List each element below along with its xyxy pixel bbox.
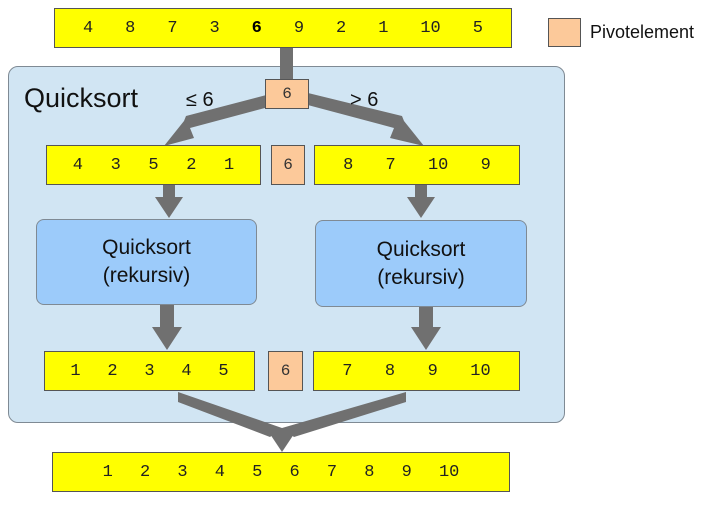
input-array: 4 8 7 3 6 9 2 1 10 5 bbox=[54, 8, 512, 48]
merge-arrow-left bbox=[178, 392, 282, 437]
legend-swatch bbox=[548, 18, 581, 47]
partition-left-array: 4 3 5 2 1 bbox=[46, 145, 261, 185]
partition-left-array-cell: 5 bbox=[148, 155, 159, 175]
input-array-cell: 6 bbox=[251, 18, 262, 38]
sorted-right-array-cell: 9 bbox=[427, 361, 438, 381]
input-array-cell: 10 bbox=[420, 18, 441, 38]
merge-arrowhead bbox=[266, 428, 298, 452]
input-array-cell: 7 bbox=[167, 18, 178, 38]
sorted-left-array-cell: 1 bbox=[70, 361, 81, 381]
output-array-cell: 6 bbox=[289, 462, 300, 482]
arrow-right-quicksort-to-sorted bbox=[411, 305, 441, 350]
partition-right-array-cell: 7 bbox=[385, 155, 396, 175]
input-array-cell: 1 bbox=[378, 18, 389, 38]
recursive-quicksort-right: Quicksort (rekursiv) bbox=[315, 220, 527, 307]
panel-title: Quicksort bbox=[24, 83, 139, 113]
legend-label: Pivotelement bbox=[590, 22, 695, 42]
recursive-right-line2: (rekursiv) bbox=[377, 265, 465, 289]
pivot-box-sorted: 6 bbox=[268, 351, 303, 391]
partition-left-array-cell: 1 bbox=[223, 155, 235, 175]
input-to-pivot-connector bbox=[280, 48, 293, 80]
input-array-cell: 2 bbox=[336, 18, 347, 38]
pivot-box-partition: 6 bbox=[271, 145, 305, 185]
pivot-box-top: 6 bbox=[265, 79, 309, 109]
merge-arrow-right bbox=[282, 392, 406, 437]
arrow-to-left-partition bbox=[164, 93, 280, 146]
partition-right-array-cell: 8 bbox=[343, 155, 354, 175]
sorted-right-array-cell: 7 bbox=[342, 361, 353, 381]
partition-right-array: 8 7 10 9 bbox=[314, 145, 520, 185]
output-array-cell: 8 bbox=[364, 462, 375, 482]
output-array-cell: 3 bbox=[177, 462, 188, 482]
partition-left-array-cell: 4 bbox=[72, 155, 83, 175]
sorted-right-array-cell: 8 bbox=[384, 361, 396, 381]
output-array-cell: 5 bbox=[252, 462, 263, 482]
recursive-left-line2: (rekursiv) bbox=[102, 264, 191, 287]
output-array: 1 2 3 4 5 6 7 8 9 10 bbox=[52, 452, 510, 492]
sorted-right-array: 7 8 9 10 bbox=[313, 351, 520, 391]
output-array-cell: 7 bbox=[326, 462, 338, 482]
sorted-left-array-cell: 4 bbox=[181, 361, 192, 381]
output-array-cell: 9 bbox=[401, 462, 412, 482]
sorted-left-array-cell: 5 bbox=[218, 361, 229, 381]
recursive-quicksort-left: Quicksort (rekursiv) bbox=[36, 219, 257, 305]
partition-right-array-cell: 9 bbox=[480, 155, 491, 175]
output-array-cell: 2 bbox=[139, 462, 151, 482]
output-array-cell: 10 bbox=[438, 462, 460, 482]
arrow-right-partition-to-quicksort bbox=[407, 185, 435, 218]
recursive-left-line1: Quicksort bbox=[102, 236, 191, 259]
input-array-cell: 5 bbox=[472, 18, 483, 38]
condition-left-label: ≤ 6 bbox=[186, 89, 214, 111]
output-array-cell: 4 bbox=[214, 462, 225, 482]
partition-right-array-cell: 10 bbox=[427, 155, 449, 175]
sorted-left-array-cell: 2 bbox=[107, 361, 118, 381]
arrow-left-quicksort-to-sorted bbox=[152, 305, 182, 350]
arrow-left-partition-to-quicksort bbox=[155, 185, 183, 218]
input-array-cell: 4 bbox=[82, 18, 94, 38]
input-array-cell: 3 bbox=[209, 18, 220, 38]
input-array-cell: 9 bbox=[293, 18, 305, 38]
recursive-right-line1: Quicksort bbox=[376, 237, 466, 261]
input-array-cell: 8 bbox=[125, 18, 136, 38]
output-array-cell: 1 bbox=[102, 462, 113, 482]
arrow-to-right-partition bbox=[304, 93, 424, 146]
condition-right-label: > 6 bbox=[350, 89, 379, 111]
sorted-left-array: 1 2 3 4 5 bbox=[44, 351, 255, 391]
partition-left-array-cell: 3 bbox=[110, 155, 121, 175]
sorted-right-array-cell: 10 bbox=[470, 361, 491, 381]
partition-left-array-cell: 2 bbox=[186, 155, 197, 175]
sorted-left-array-cell: 3 bbox=[144, 361, 155, 381]
